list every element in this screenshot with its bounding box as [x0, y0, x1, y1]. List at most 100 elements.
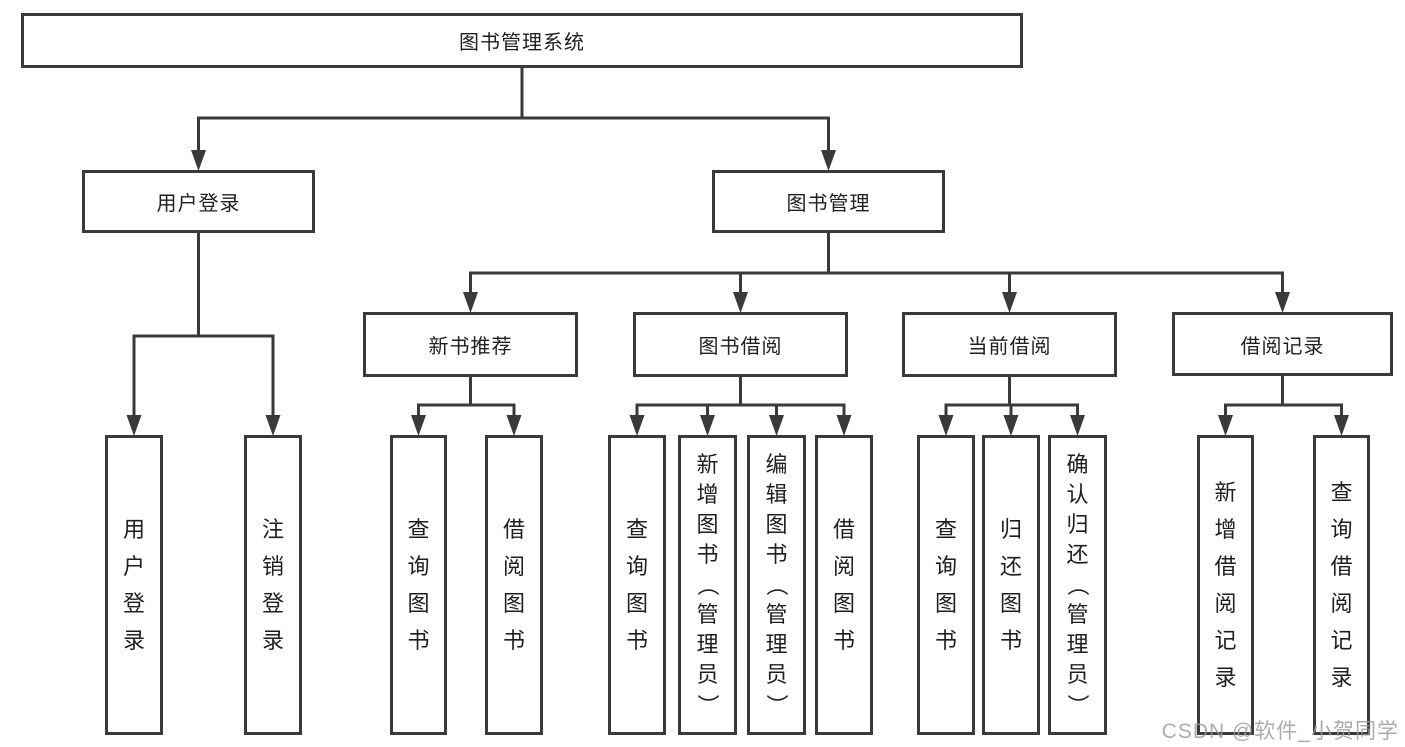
node-label-char: 理	[765, 632, 788, 657]
node-label-char: 增	[696, 482, 719, 507]
node-label-char: 询	[1330, 517, 1353, 542]
arrowhead-icon	[506, 415, 522, 436]
node-book-mgmt: 图书管理	[712, 170, 945, 233]
node-label-char: 管	[765, 602, 788, 627]
node-label-char: 归	[1066, 512, 1089, 537]
node-label-char: 阅	[832, 554, 855, 579]
node-label-char: 管	[1066, 602, 1089, 627]
node-label-char: 书	[407, 628, 430, 653]
node-confirm-return-admin: 确认归还 （ 管理员 ）	[1048, 435, 1107, 735]
node-label-char: 理	[1066, 632, 1089, 657]
node-label-char: 户	[122, 554, 145, 579]
arrowhead-icon	[836, 415, 852, 436]
node-label-char: 图	[625, 591, 648, 616]
node-label-char: 书	[832, 628, 855, 653]
node-label-char: 查	[1330, 480, 1353, 505]
node-label-char: 还	[999, 554, 1022, 579]
arrowhead-icon	[463, 292, 478, 313]
node-label-char: 还	[1066, 542, 1089, 567]
node-book-borrow: 图书借阅	[633, 312, 848, 377]
node-label-char: 图	[765, 512, 788, 537]
node-label-char: 注	[261, 517, 284, 542]
node-label-char: 员	[1066, 662, 1089, 687]
node-label-char: 认	[1066, 482, 1089, 507]
node-label-char: 书	[999, 628, 1022, 653]
node-query-books-2: 查询图书	[608, 435, 666, 735]
node-label-char: 图	[999, 591, 1022, 616]
node-label-char: 图	[407, 591, 430, 616]
node-add-book-admin: 新增图书（管理员）	[678, 435, 737, 735]
node-label-char: 图	[832, 591, 855, 616]
node-label-char: 归	[999, 517, 1022, 542]
arrowhead-icon	[1070, 415, 1085, 436]
arrowhead-icon	[1002, 292, 1017, 313]
node-label-char: 阅	[1214, 591, 1237, 616]
arrowhead-icon	[191, 150, 206, 171]
arrowhead-icon	[629, 415, 645, 436]
node-label-char: 查	[934, 517, 957, 542]
node-label-char: 登	[122, 591, 145, 616]
node-label-char: 销	[261, 554, 284, 579]
node-label-char: ）	[695, 693, 721, 717]
node-label-char: 图	[696, 512, 719, 537]
node-label-char: 理	[696, 632, 719, 657]
node-label-char: 确	[1066, 452, 1089, 477]
node-label-char: 图	[934, 591, 957, 616]
node-label-char: 询	[625, 554, 648, 579]
node-return-book: 归还图书	[982, 435, 1040, 735]
arrowhead-icon	[733, 292, 748, 313]
node-label-char: （	[1065, 573, 1091, 597]
node-label-char: 员	[696, 662, 719, 687]
node-label-char: 记	[1214, 628, 1237, 653]
arrowhead-icon	[1218, 415, 1233, 436]
node-borrow-record: 借阅记录	[1172, 312, 1393, 376]
node-label-char: 增	[1214, 517, 1237, 542]
node-label-char: 查	[625, 517, 648, 542]
node-label-char: 用	[122, 517, 145, 542]
node-label-char: 询	[934, 554, 957, 579]
node-label-char: 借	[832, 517, 855, 542]
arrowhead-icon	[126, 415, 142, 436]
arrowhead-icon	[1334, 415, 1349, 436]
arrowhead-icon	[1275, 292, 1290, 313]
node-label-char: 书	[934, 628, 957, 653]
node-borrow-books-1: 借阅图书	[485, 435, 543, 735]
node-label-char: 辑	[765, 482, 788, 507]
node-label-char: 借	[1214, 554, 1237, 579]
arrowhead-icon	[1003, 415, 1019, 436]
node-query-borrow-record: 查询借阅记录	[1313, 435, 1370, 735]
arrowhead-icon	[265, 415, 281, 436]
arrowhead-icon	[938, 415, 954, 436]
node-label-char: 员	[765, 662, 788, 687]
node-label-char: 图	[502, 591, 525, 616]
arrowhead-icon	[700, 415, 715, 436]
node-label-char: 书	[765, 542, 788, 567]
node-label-char: 查	[407, 517, 430, 542]
node-logout-leaf: 注销登录	[244, 435, 302, 735]
node-user-login-leaf: 用户登录	[105, 435, 163, 735]
node-label-char: 借	[1330, 554, 1353, 579]
node-label-char: 录	[122, 628, 145, 653]
node-label-char: 新	[1214, 480, 1237, 505]
node-label-char: 新	[696, 452, 719, 477]
node-edit-book-admin: 编辑图书（管理员）	[747, 435, 806, 735]
node-label-char: 阅	[1330, 591, 1353, 616]
node-label-char: 书	[696, 542, 719, 567]
node-label-char: 登	[261, 591, 284, 616]
node-current-borrow: 当前借阅	[902, 312, 1117, 377]
node-label-char: （	[695, 573, 721, 597]
node-label-char: 阅	[502, 554, 525, 579]
node-label-char: 记	[1330, 628, 1353, 653]
node-label-char: 录	[1214, 665, 1237, 690]
node-label-char: 书	[502, 628, 525, 653]
node-label-char: 录	[1330, 665, 1353, 690]
arrowhead-icon	[769, 415, 784, 436]
node-label-char: 录	[261, 628, 284, 653]
node-label-char: ）	[1065, 693, 1091, 717]
node-query-books-3: 查询图书	[917, 435, 975, 735]
node-label-char: 询	[407, 554, 430, 579]
node-label-char: （	[764, 573, 790, 597]
node-user-login: 用户登录	[82, 170, 315, 233]
